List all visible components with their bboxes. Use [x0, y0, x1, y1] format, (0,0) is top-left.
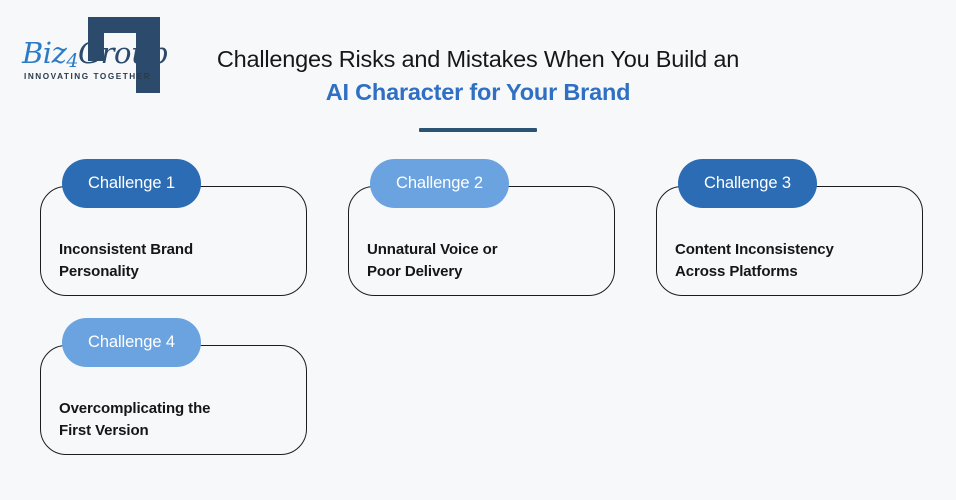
page-title-line-1: Challenges Risks and Mistakes When You B… — [216, 46, 740, 72]
title-underline-rule — [419, 127, 537, 132]
challenge-card-2-text: Unnatural Voice or Poor Delivery — [367, 241, 498, 281]
challenge-card-4-badge: Challenge 4 — [62, 318, 201, 367]
brand-logo: Biz4Group INNOVATING TOGETHER — [14, 14, 179, 96]
logo-group-text: Group — [77, 36, 168, 70]
challenge-card-4-text: Overcomplicating the First Version — [59, 400, 211, 440]
challenge-card-1-text: Inconsistent Brand Personality — [59, 241, 194, 281]
challenge-card-2-badge: Challenge 2 — [370, 159, 509, 208]
logo-frame-icon — [88, 17, 160, 93]
page-title: Challenges Risks and Mistakes When You B… — [0, 44, 956, 132]
challenge-card-3-badge: Challenge 3 — [678, 159, 817, 208]
challenge-card-1-badge: Challenge 1 — [62, 159, 201, 208]
logo-wordmark: Biz4Group — [22, 36, 168, 72]
logo-tagline: INNOVATING TOGETHER — [24, 72, 152, 81]
logo-biz-text: Biz — [22, 36, 67, 70]
logo-four-text: 4 — [66, 50, 78, 72]
challenge-card-3-text: Content Inconsistency Across Platforms — [675, 241, 834, 281]
page-title-line-2: AI Character for Your Brand — [325, 79, 631, 106]
